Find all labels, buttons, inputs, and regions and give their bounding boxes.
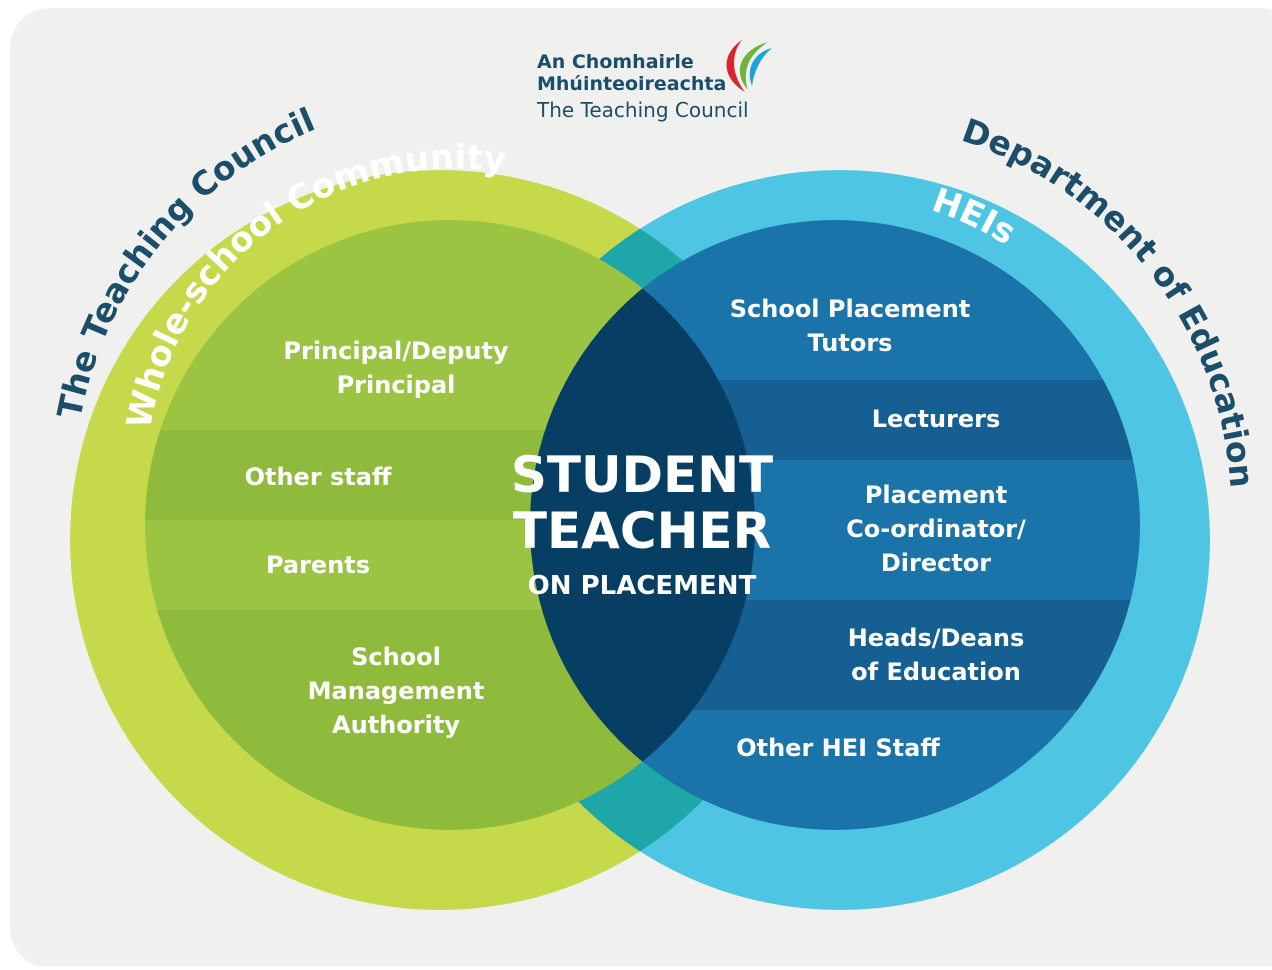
right-item-3-line-1: of Education xyxy=(851,658,1021,686)
teaching-council-logo: An Chomhairle Mhúinteoireachta The Teach… xyxy=(536,40,772,122)
left-item-3-line-2: Authority xyxy=(332,711,460,739)
right-item-0-line-1: Tutors xyxy=(808,329,893,357)
left-item-0-line-1: Principal xyxy=(337,371,456,399)
left-item-2-line-0: Parents xyxy=(266,551,370,579)
right-item-2-line-0: Placement xyxy=(865,481,1007,509)
right-item-2-line-2: Director xyxy=(881,549,991,577)
center-line1: STUDENT xyxy=(511,446,773,504)
right-item-4-line-0: Other HEI Staff xyxy=(736,734,940,762)
logo-line3: The Teaching Council xyxy=(536,98,749,122)
logo-line2: Mhúinteoireachta xyxy=(537,73,726,95)
left-item-0-line-0: Principal/Deputy xyxy=(283,337,508,365)
logo-swoosh-icon xyxy=(726,40,772,92)
left-item-3-line-1: Management xyxy=(308,677,485,705)
right-item-1: Lecturers xyxy=(872,405,1001,433)
right-item-2-line-1: Co-ordinator/ xyxy=(846,515,1026,543)
right-item-4: Other HEI Staff xyxy=(736,734,940,762)
right-item-3-line-0: Heads/Deans xyxy=(848,624,1025,652)
center-line3: ON PLACEMENT xyxy=(528,571,757,601)
left-item-1-line-0: Other staff xyxy=(245,463,392,491)
left-item-1: Other staff xyxy=(245,463,392,491)
center-lens xyxy=(530,220,755,830)
right-item-0-line-0: School Placement xyxy=(730,295,971,323)
left-item-2: Parents xyxy=(266,551,370,579)
logo-line1: An Chomhairle xyxy=(537,51,694,73)
center-line2: TEACHER xyxy=(513,502,771,560)
left-item-3-line-0: School xyxy=(351,643,441,671)
right-item-1-line-0: Lecturers xyxy=(872,405,1001,433)
right-item-3: Heads/Deans of Education xyxy=(848,624,1025,686)
